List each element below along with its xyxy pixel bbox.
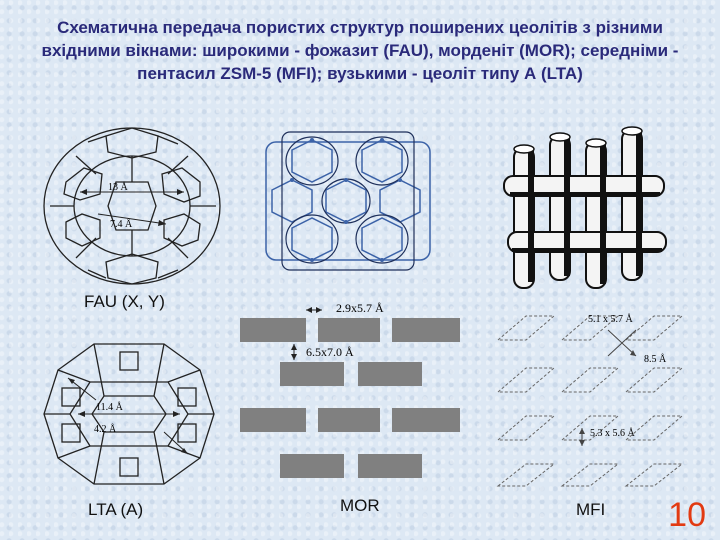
mor-channels-image: 2.9x5.7 Å 6.5x7.0 Å [240,301,460,478]
lta-caption: LTA (A) [88,500,144,519]
mfi-caption: MFI [576,500,606,519]
lta-label-11-4: 11.4 Å [96,401,124,413]
fau-caption: FAU (X, Y) [84,292,165,311]
fau-structure-image: 13 Å 7.4 Å [43,127,221,285]
fau-label-7-4: 7.4 Å [110,218,133,230]
mfi-dim-mid: 8.5 Å [644,353,667,365]
fau-label-13: 13 Å [108,181,129,193]
mfi-dim-top: 5.1 x 5.7 Å [588,313,634,325]
lta-structure-image: 11.4 Å 4.2 Å [43,343,215,485]
mor-caption: MOR [340,496,380,515]
mfi-channels-image: 5.1 x 5.7 Å 8.5 Å 5.3 x 5.6 Å [496,313,684,487]
mfi-dim-bottom: 5.3 x 5.6 Å [590,427,636,439]
blue-framework-image [265,131,431,271]
lta-label-4-2: 4.2 Å [94,423,117,435]
mor-dim-vertical: 6.5x7.0 Å [306,345,354,359]
page-number: 10 [668,496,706,534]
mor-dim-horizontal: 2.9x5.7 Å [336,301,384,315]
channel-lattice-image [503,126,667,289]
slide-title: Схематична передача пористих структур по… [41,18,679,83]
